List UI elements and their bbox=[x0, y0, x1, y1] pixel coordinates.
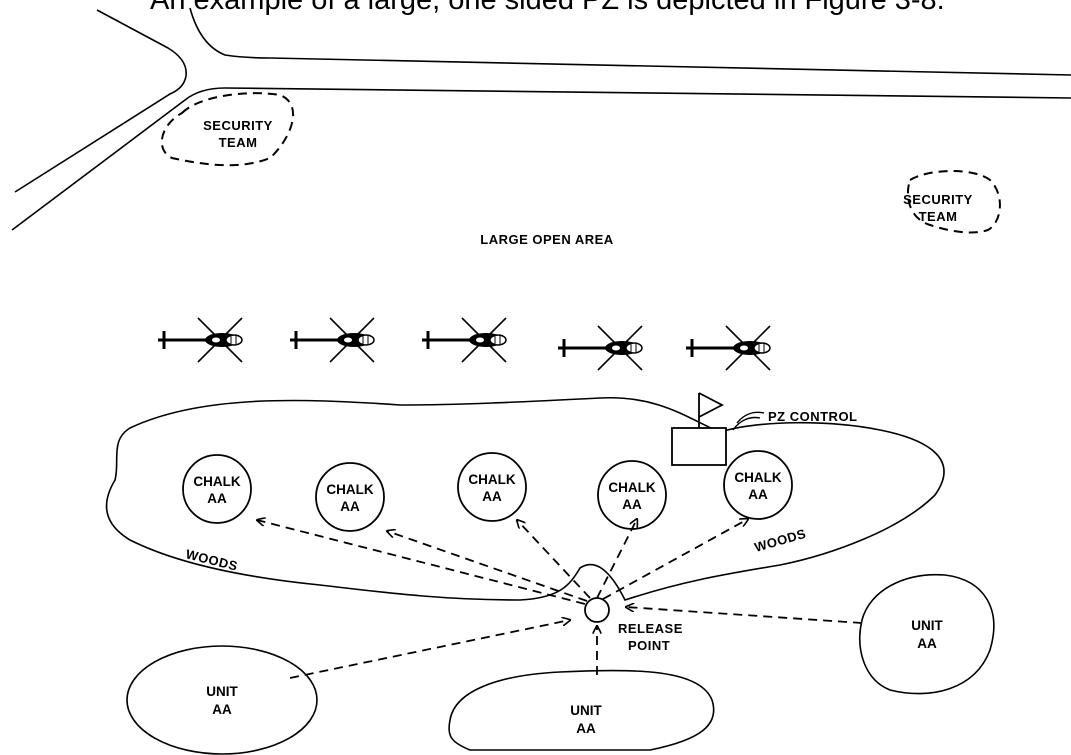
security-team-left-label-1: SECURITY bbox=[203, 118, 273, 133]
security-team-left: SECURITY TEAM bbox=[160, 92, 295, 167]
chalk-4: CHALK AA bbox=[597, 460, 667, 530]
route-to-chalk-2 bbox=[387, 531, 588, 602]
movement-routes bbox=[257, 519, 863, 679]
unit-right-label-2: AA bbox=[917, 636, 937, 651]
unit-areas: UNIT AA UNIT AA UNIT AA bbox=[126, 573, 995, 755]
woods-label-left: WOODS bbox=[184, 546, 239, 573]
chalk-3: CHALK AA bbox=[457, 452, 527, 522]
release-point-label-1: RELEASE bbox=[618, 621, 683, 636]
chalk-label: AA bbox=[622, 497, 642, 512]
chalk-label: CHALK bbox=[734, 470, 781, 485]
chalk-circle bbox=[182, 454, 252, 524]
road bbox=[11, 7, 1071, 231]
chalk-circle bbox=[315, 462, 385, 532]
unit-area-center bbox=[448, 669, 715, 751]
figure-caption: An example of a large, one sided PZ is d… bbox=[150, 0, 945, 16]
route-from-unit-right bbox=[626, 607, 863, 624]
helicopter-icon bbox=[288, 316, 376, 364]
release-point-marker bbox=[584, 597, 610, 623]
helicopter-row bbox=[156, 316, 772, 372]
chalk-label: CHALK bbox=[326, 482, 373, 497]
unit-left-label-2: AA bbox=[212, 702, 232, 717]
chalk-label: AA bbox=[482, 489, 502, 504]
security-team-right-label-2: TEAM bbox=[919, 209, 958, 224]
helicopter-icon bbox=[420, 316, 508, 364]
chalk-label: AA bbox=[748, 487, 768, 502]
chalk-circle bbox=[597, 460, 667, 530]
chalk-group: CHALK AA CHALK AA CHALK AA CHALK AA CHALK AA bbox=[182, 450, 793, 532]
flag-icon bbox=[698, 392, 724, 418]
helicopter-icon bbox=[156, 316, 244, 364]
release-point-label-2: POINT bbox=[628, 638, 670, 653]
unit-area-left bbox=[126, 645, 318, 755]
unit-left-label-1: UNIT bbox=[206, 684, 238, 699]
pz-control-pointer bbox=[732, 416, 761, 431]
chalk-circle bbox=[457, 452, 527, 522]
pz-control-box bbox=[671, 427, 727, 466]
chalk-2: CHALK AA bbox=[315, 462, 385, 532]
route-from-unit-left bbox=[289, 620, 570, 679]
route-to-chalk-5 bbox=[602, 519, 748, 600]
chalk-label: CHALK bbox=[608, 480, 655, 495]
unit-area-right bbox=[859, 573, 995, 695]
chalk-1: CHALK AA bbox=[182, 454, 252, 524]
unit-right-label-1: UNIT bbox=[911, 618, 943, 633]
security-team-right: SECURITY TEAM bbox=[903, 170, 1001, 234]
helicopter-icon bbox=[556, 324, 644, 372]
release-point: RELEASE POINT bbox=[584, 597, 683, 653]
security-team-left-label-2: TEAM bbox=[219, 135, 258, 150]
chalk-label: CHALK bbox=[193, 474, 240, 489]
chalk-circle bbox=[723, 450, 793, 520]
woods-label-right: WOODS bbox=[753, 526, 808, 555]
chalk-label: AA bbox=[340, 499, 360, 514]
woods-outline bbox=[105, 397, 945, 601]
pz-control: PZ CONTROL bbox=[671, 392, 858, 466]
helicopter-icon bbox=[684, 324, 772, 372]
security-team-right-label-1: SECURITY bbox=[903, 192, 973, 207]
chalk-label: CHALK bbox=[468, 472, 515, 487]
large-open-area-label: LARGE OPEN AREA bbox=[480, 232, 614, 247]
unit-center-label-2: AA bbox=[576, 721, 596, 736]
route-to-chalk-1 bbox=[257, 520, 586, 605]
unit-center-label-1: UNIT bbox=[570, 703, 602, 718]
route-to-chalk-3 bbox=[517, 520, 591, 599]
pz-control-label: PZ CONTROL bbox=[768, 409, 858, 424]
chalk-label: AA bbox=[207, 491, 227, 506]
chalk-5: CHALK AA bbox=[723, 450, 793, 520]
